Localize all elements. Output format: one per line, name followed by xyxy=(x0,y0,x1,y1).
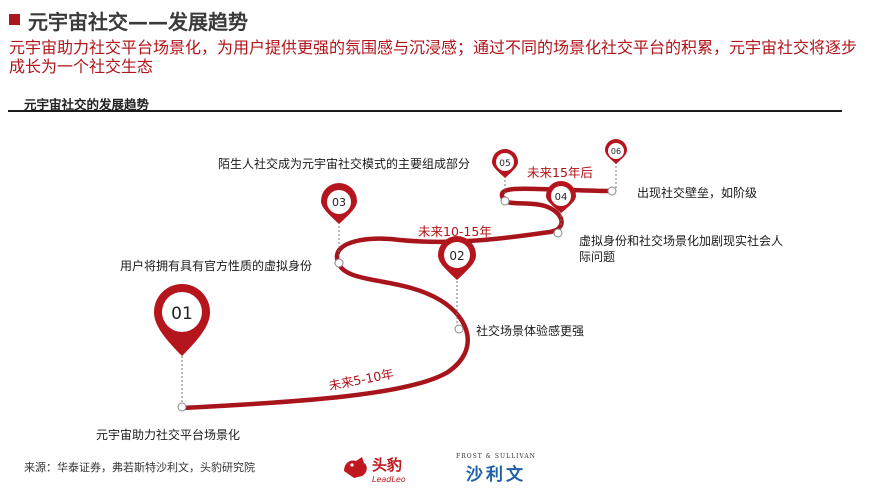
source-note: 来源：华泰证券，弗若斯特沙利文，头豹研究院 xyxy=(24,461,255,474)
milestone-num-05: 05 xyxy=(499,159,510,169)
era-label-3: 未来15年后 xyxy=(527,165,593,180)
milestone-dot-03 xyxy=(334,258,344,268)
page-subtitle: 元宇宙助力社交平台场景化，为用户提供更强的氛围感与沉浸感；通过不同的场景化社交平… xyxy=(9,38,858,76)
milestone-num-02: 02 xyxy=(449,249,464,263)
milestone-label-02: 社交场景体验感更强 xyxy=(476,324,585,338)
trend-path xyxy=(179,186,613,411)
section-divider xyxy=(8,110,842,112)
milestone-label-05: 陌生人社交成为元宇宙社交模式的主要组成部分 xyxy=(218,157,471,171)
svg-text:沙利文: 沙利文 xyxy=(466,464,526,485)
milestone-dot-04 xyxy=(553,228,563,238)
milestone-pin-04: 04 xyxy=(546,181,576,213)
svg-text:头豹: 头豹 xyxy=(372,456,402,474)
milestone-label-03: 用户将拥有具有官方性质的虚拟身份 xyxy=(120,259,313,273)
milestone-label-01: 元宇宙助力社交平台场景化 xyxy=(96,428,241,442)
milestone-num-01: 01 xyxy=(171,304,193,324)
milestone-pin-06: 06 xyxy=(605,139,627,164)
milestone-num-03: 03 xyxy=(332,196,346,209)
milestone-pin-02: 02 xyxy=(438,236,476,280)
svg-text:FROST & SULLIVAN: FROST & SULLIVAN xyxy=(456,453,536,460)
milestone-pin-05: 05 xyxy=(492,149,518,178)
era-label-2: 未来10-15年 xyxy=(418,224,492,239)
milestone-num-06: 06 xyxy=(611,147,621,156)
title-bullet xyxy=(9,14,20,25)
milestone-dot-02 xyxy=(454,324,464,334)
page-title: 元宇宙社交——发展趋势 xyxy=(28,10,248,34)
svg-text:LeadLeo: LeadLeo xyxy=(372,475,406,484)
milestone-label-04: 虚拟身份和社交场景化加剧现实社会人际问题 xyxy=(579,234,784,264)
milestone-dot-01 xyxy=(177,402,187,412)
section-label: 元宇宙社交的发展趋势 xyxy=(24,97,150,112)
milestone-pin-01: 01 xyxy=(154,284,210,356)
milestone-dot-05 xyxy=(500,196,510,206)
frost-sullivan-logo: FROST & SULLIVAN 沙利文 xyxy=(456,453,536,485)
toubao-logo: 头豹 LeadLeo xyxy=(344,456,406,484)
milestone-dot-06 xyxy=(607,186,617,196)
milestone-pin-03: 03 xyxy=(321,183,357,224)
milestone-num-04: 04 xyxy=(555,192,568,203)
milestone-label-06: 出现社交壁垒，如阶级 xyxy=(637,186,758,200)
